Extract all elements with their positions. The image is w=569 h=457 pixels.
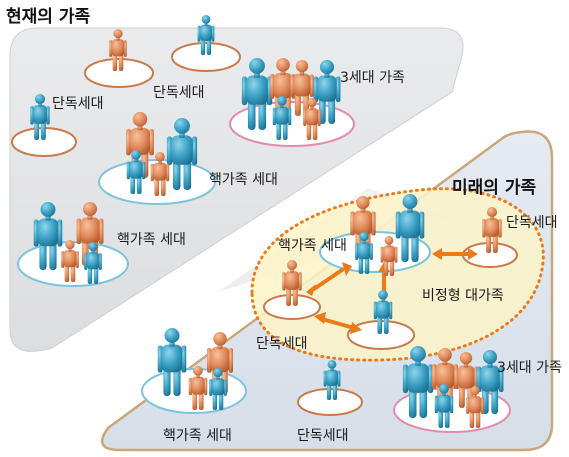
present-label-three-gen: 3세대 가족 xyxy=(340,70,405,86)
person-figure-present-nuclear-center xyxy=(150,152,170,196)
person-figure-present-nuclear-center xyxy=(166,118,198,190)
person-figure-present-three-gen xyxy=(241,58,273,130)
person-figure-future-nuclear-top xyxy=(380,236,398,276)
future-label-nuclear-bottom: 핵가족 세대 xyxy=(163,428,232,444)
person-figure-future-single-left xyxy=(282,260,302,306)
present-label-single-left: 단독세대 xyxy=(52,96,104,112)
person-figure-future-three-gen xyxy=(434,384,454,428)
present-label-single-top: 단독세대 xyxy=(153,85,205,101)
person-figure-future-three-gen xyxy=(402,346,434,418)
present-title: 현재의 가족 xyxy=(6,7,90,27)
person-figure-present-single-top xyxy=(109,29,127,71)
person-figure-present-single-left xyxy=(30,94,50,140)
present-label-nuclear-left: 핵가족 세대 xyxy=(117,232,186,248)
person-figure-future-nuclear-top xyxy=(355,232,373,274)
person-figure-present-three-gen xyxy=(272,96,292,140)
person-figure-future-single-center xyxy=(373,290,393,334)
person-figure-future-nuclear-top xyxy=(395,194,425,262)
person-figure-future-single-right xyxy=(482,207,502,253)
future-label-nuclear-top: 핵가족 세대 xyxy=(278,238,347,254)
person-figure-future-three-gen xyxy=(431,348,459,410)
future-label-single-bottom: 단독세대 xyxy=(297,428,349,444)
person-figure-present-nuclear-left xyxy=(84,242,102,284)
future-title: 미래의 가족 xyxy=(452,178,536,198)
person-figure-present-three-gen xyxy=(303,98,321,140)
figures xyxy=(30,15,504,428)
future-label-single-left: 단독세대 xyxy=(256,336,308,352)
person-figure-present-three-gen xyxy=(290,60,314,116)
person-figure-present-nuclear-left xyxy=(61,240,79,282)
future-label-single-right: 단독세대 xyxy=(506,215,558,231)
future-label-informal: 비정형 대가족 xyxy=(422,288,504,304)
person-figure-future-nuclear-bottom xyxy=(209,368,227,410)
person-figure-present-nuclear-left xyxy=(33,202,63,270)
person-figure-future-three-gen xyxy=(466,386,484,428)
person-figure-present-three-gen xyxy=(313,60,341,124)
person-figure-present-single-top2 xyxy=(197,15,215,55)
person-figure-future-nuclear-bottom xyxy=(188,366,208,410)
present-label-nuclear-center: 핵가족 세대 xyxy=(209,172,278,188)
person-figure-present-nuclear-center xyxy=(126,150,146,194)
future-label-three-gen: 3세대 가족 xyxy=(497,360,562,376)
person-figure-future-nuclear-bottom xyxy=(157,328,187,396)
person-figure-future-single-bottom xyxy=(323,360,341,400)
